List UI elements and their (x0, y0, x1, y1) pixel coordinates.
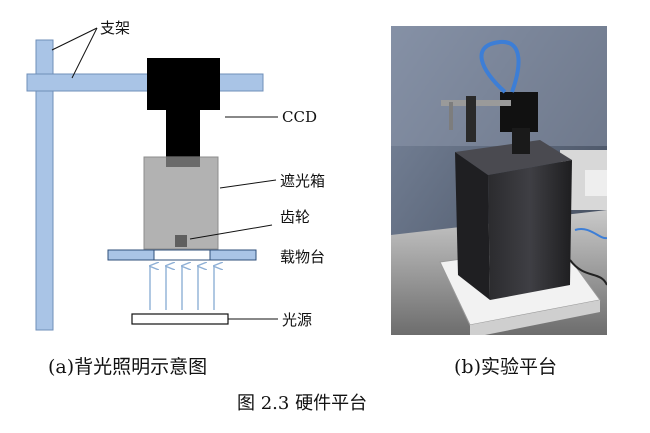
ccd-lens (166, 157, 200, 167)
label-bracket: 支架 (100, 19, 130, 37)
label-stage: 载物台 (280, 248, 325, 266)
label-ccd: CCD (282, 108, 317, 126)
bracket-vertical (35, 39, 54, 331)
leader-lines (51, 27, 278, 320)
light-source (131, 313, 229, 325)
caption-a: (a)背光照明示意图 (48, 356, 208, 378)
label-light-source: 光源 (282, 311, 312, 329)
schematic: 支架 CCD 遮光箱 齿轮 载物台 光源 (26, 19, 325, 331)
ccd-camera-body (147, 58, 220, 110)
experiment-photo (391, 26, 607, 335)
label-gear: 齿轮 (280, 208, 310, 226)
stage-left (107, 249, 155, 261)
stage-right (209, 249, 257, 261)
label-light-box: 遮光箱 (280, 172, 325, 190)
light-arrows (150, 266, 214, 310)
light-box (143, 156, 219, 250)
ccd-camera-neck (166, 108, 200, 163)
figure-caption: 图 2.3 硬件平台 (237, 393, 368, 414)
caption-b: (b)实验平台 (454, 356, 557, 378)
stage-opening (153, 249, 211, 261)
gear (175, 235, 187, 247)
bracket-horizontal (26, 73, 264, 92)
